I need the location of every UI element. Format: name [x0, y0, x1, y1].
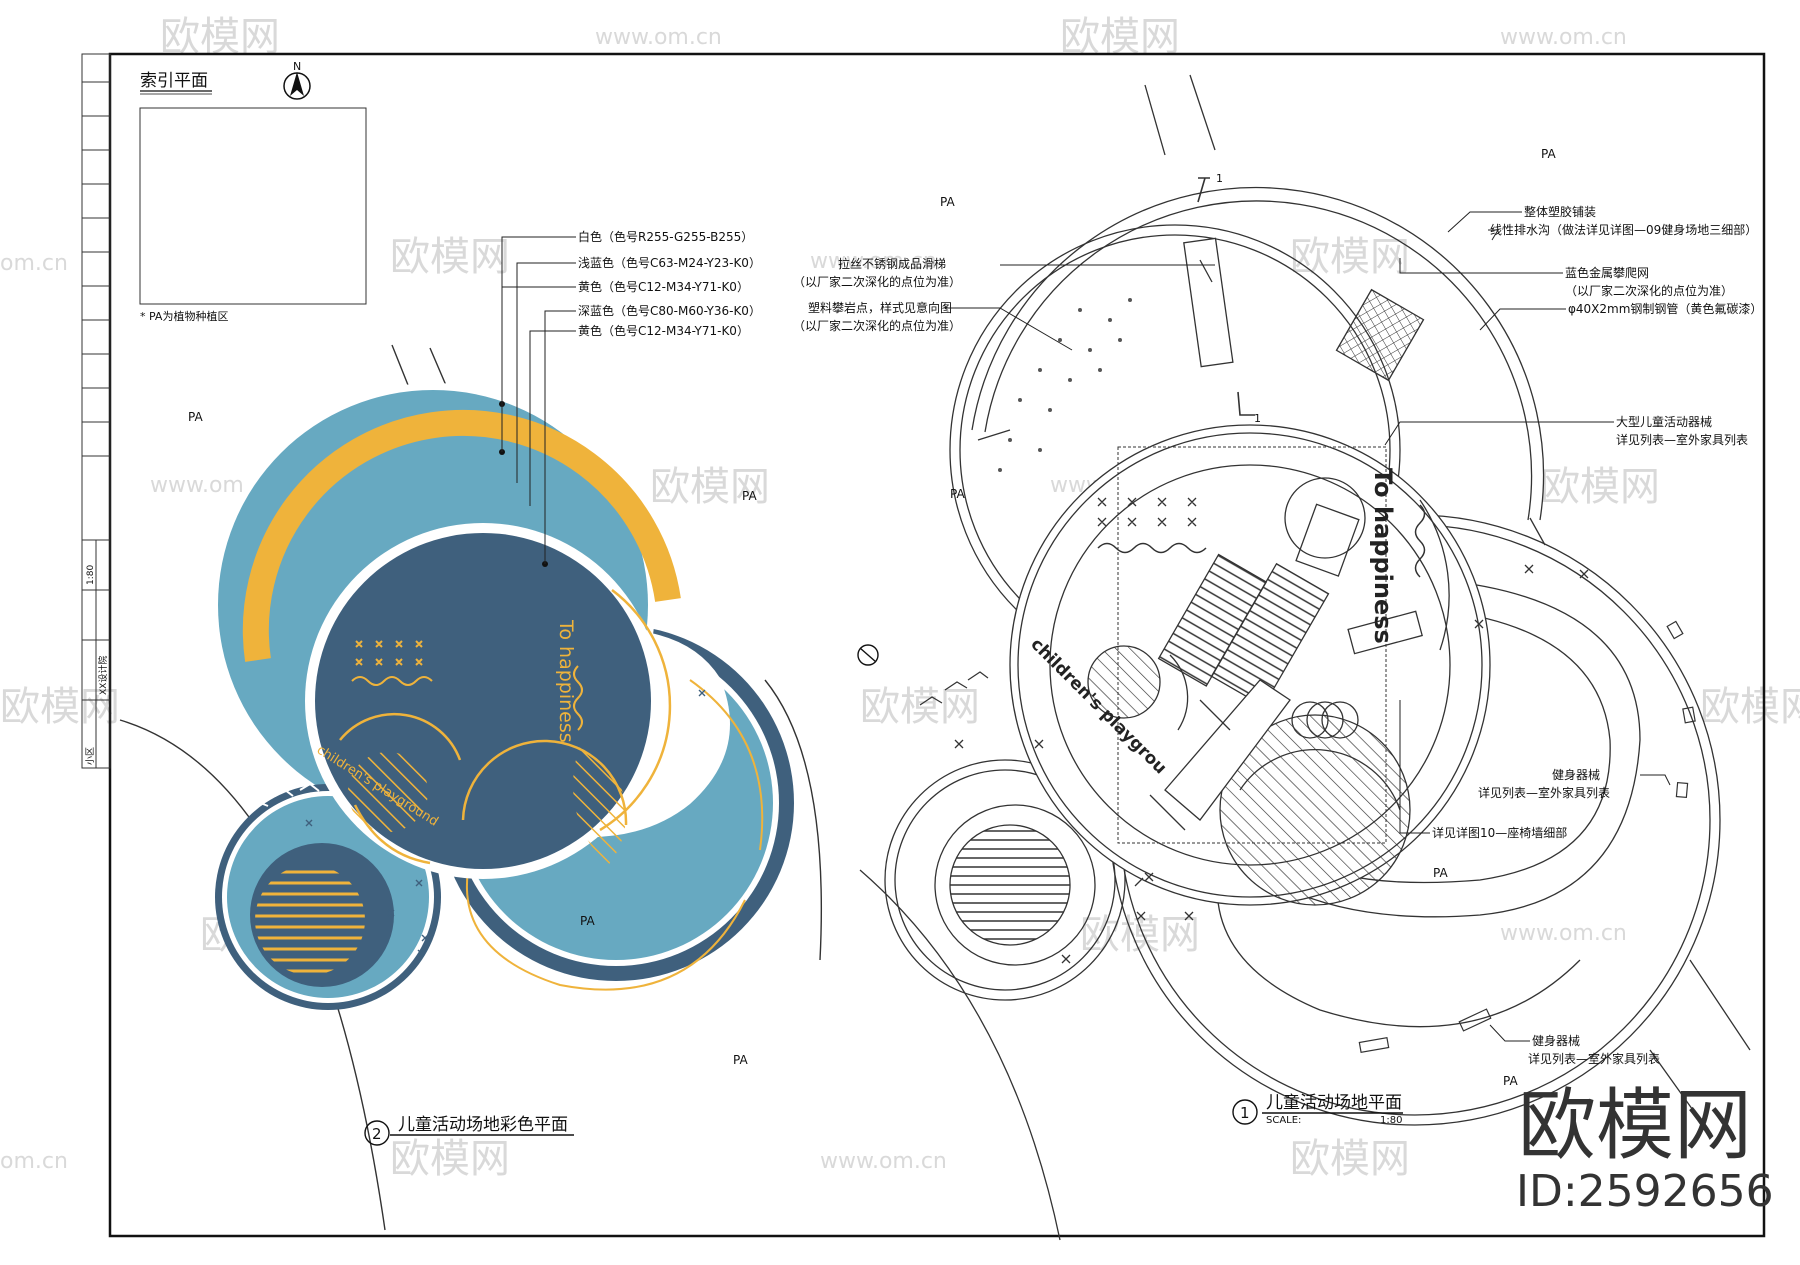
section-symbol [857, 644, 879, 666]
annotation: 详见列表—室外家具列表 [1616, 432, 1748, 447]
titleblock-scale: 1:80 [86, 565, 96, 585]
watermark-url: om.cn [0, 1149, 68, 1174]
annotation: 线性排水沟（做法详见详图—09健身场地三细部） [1490, 222, 1757, 237]
site-annotations: 整体塑胶铺装 线性排水沟（做法详见详图—09健身场地三细部） 蓝色金属攀爬网 （… [793, 204, 1762, 1066]
watermark-brand: 欧模网 [390, 1136, 510, 1182]
pa-label: PA [742, 489, 757, 503]
titleblock-project: 小区 [85, 747, 96, 765]
climbing-dots [998, 298, 1132, 472]
color-plan: To happiness children's playground PA PA… [119, 229, 822, 1231]
annotation: （以厂家二次深化的点位为准） [793, 318, 961, 333]
yellow-arc-right [599, 589, 672, 832]
watermark-brand: 欧模网 [1700, 684, 1800, 730]
site-plan-title: 1 儿童活动场地平面 SCALE: 1:80 [1232, 1093, 1403, 1126]
site-plan [859, 74, 1751, 1241]
watermark-brand: 欧模网 [1540, 464, 1660, 510]
section-mark-label: 1 [1254, 412, 1261, 425]
site-plan-title-text: 儿童活动场地平面 [1266, 1093, 1402, 1113]
yellow-cross-marks [355, 640, 423, 666]
watermark-brand: 欧模网 [650, 464, 770, 510]
annotation: 详见列表—室外家具列表 [1528, 1051, 1660, 1066]
color-plan-title-text: 儿童活动场地彩色平面 [398, 1115, 568, 1135]
yellow-arc-band [242, 409, 681, 662]
watermark-brand: 欧模网 [1290, 234, 1410, 280]
index-plan: 索引平面 * PA为植物种植区 [139, 71, 367, 323]
legend-dark-blue: 深蓝色（色号C80-M60-Y36-K0） [578, 304, 761, 318]
pa-label: PA [940, 195, 955, 209]
marker-crosses [954, 497, 1589, 964]
entry-path-line [1144, 74, 1216, 156]
annotation: （以厂家二次深化的点位为准） [793, 274, 961, 289]
annotation: 拉丝不锈钢成品滑梯 [838, 256, 946, 271]
bench-marks [919, 620, 1696, 1054]
annotation: 健身器械 [1532, 1033, 1580, 1048]
brand-watermark-large: 欧模网 [1518, 1081, 1752, 1171]
path-edge-line [764, 679, 822, 961]
index-plan-frame [139, 107, 367, 305]
pa-label: PA [1503, 1074, 1518, 1088]
small-circle-outer [884, 759, 1126, 1001]
pa-label: PA [950, 487, 965, 501]
yellow-hatch-small [348, 752, 428, 832]
section-mark-label: 1 [1216, 172, 1223, 185]
site-plan-number: 1 [1240, 1104, 1250, 1122]
annotation: 详见详图10—座椅墙细部 [1432, 825, 1567, 840]
yellow-stripe-pad [255, 865, 365, 975]
legend-yellow: 黄色（色号C12-M34-Y71-K0） [578, 280, 749, 294]
slide [1183, 237, 1234, 368]
watermark-url: www.om.cn [820, 1149, 947, 1174]
marker-crosses [305, 689, 706, 957]
watermark-url: www.om.cn [1500, 25, 1627, 50]
yellow-track-line [465, 859, 746, 991]
watermark-brand: 欧模网 [0, 684, 120, 730]
legend-yellow-2: 黄色（色号C12-M34-Y71-K0） [578, 324, 749, 338]
annotation: 详见列表—室外家具列表 [1478, 785, 1610, 800]
watermark-brand: 欧模网 [860, 684, 980, 730]
pa-label: PA [1433, 866, 1448, 880]
exit-path-line [1649, 959, 1751, 1121]
watermark-url: www.om.cn [595, 25, 722, 50]
pa-label: PA [733, 1053, 748, 1067]
pa-label: PA [580, 914, 595, 928]
index-plan-note: * PA为植物种植区 [140, 309, 228, 323]
title-block: 小区 XX设计院 1:80 [81, 53, 111, 769]
scale-label: SCALE: [1266, 1115, 1301, 1126]
north-arrow: N [283, 60, 311, 100]
pa-label: PA [188, 410, 203, 424]
play-equipment [1149, 503, 1423, 831]
index-plan-title: 索引平面 [140, 71, 208, 91]
north-label: N [293, 60, 301, 73]
text-to-happiness-outline: To happiness [1369, 468, 1397, 644]
scale-value: 1:80 [1380, 1115, 1402, 1126]
yellow-wave-line [351, 676, 433, 686]
brand-id: ID:2592656 [1516, 1166, 1774, 1217]
color-plan-number: 2 [372, 1125, 382, 1143]
color-plan-title: 2 儿童活动场地彩色平面 [364, 1115, 574, 1146]
climbing-net [1335, 288, 1425, 382]
watermark-url: www.om.cn [810, 249, 937, 274]
annotation: 健身器械 [1552, 767, 1600, 782]
yellow-arc-line [339, 712, 462, 761]
text-to-happiness: To happiness [555, 619, 577, 743]
color-legend: 白色（色号R255-G255-B255） 浅蓝色（色号C63-M24-Y23-K… [499, 229, 761, 567]
annotation: 塑料攀岩点，样式见意向图 [808, 300, 952, 315]
annotation: 整体塑胶铺装 [1524, 204, 1596, 219]
striped-pad [949, 824, 1071, 946]
equipment-bounds [1117, 446, 1387, 844]
watermark-url: www.om.cn [1500, 921, 1627, 946]
annotation: 蓝色金属攀爬网 [1565, 265, 1649, 280]
watermark-brand: 欧模网 [1060, 14, 1180, 60]
watermark-brand: 欧模网 [160, 14, 280, 60]
legend-light-blue: 浅蓝色（色号C63-M24-Y23-K0） [578, 256, 761, 270]
pa-label: PA [1541, 147, 1556, 161]
watermark-brand: 欧模网 [1290, 1136, 1410, 1182]
legend-white: 白色（色号R255-G255-B255） [578, 229, 753, 244]
titleblock-company: XX设计院 [97, 656, 109, 695]
annotation: φ40X2mm钢制钢管（黄色氟碳漆） [1568, 301, 1762, 316]
annotation: （以厂家二次深化的点位为准） [1565, 283, 1733, 298]
watermark-url: om.cn [0, 251, 68, 276]
watermark-brand: 欧模网 [390, 234, 510, 280]
annotation: 大型儿童活动器械 [1616, 414, 1712, 429]
